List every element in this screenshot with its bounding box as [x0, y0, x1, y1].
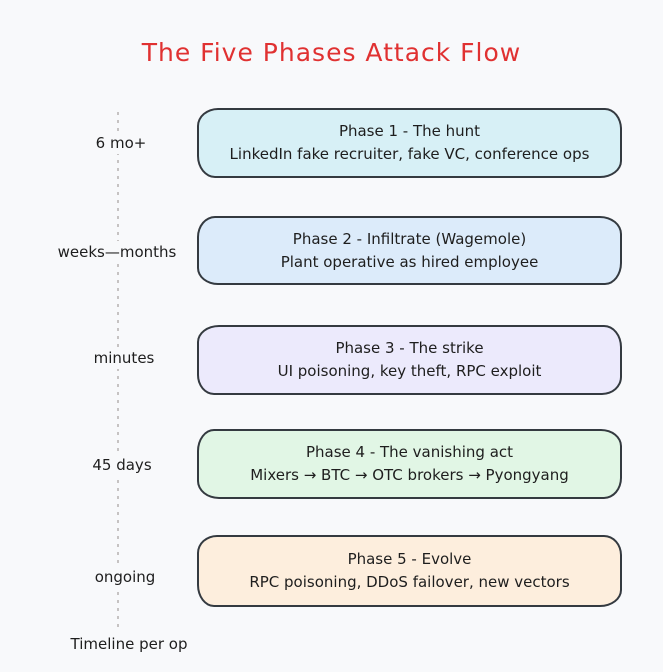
timeline-label-45-days: 45 days	[88, 454, 156, 476]
phase-5-subtitle: RPC poisoning, DDoS failover, new vector…	[249, 573, 570, 591]
timeline-axis-caption: Timeline per op	[66, 633, 192, 655]
phase-3-subtitle: UI poisoning, key theft, RPC exploit	[277, 362, 542, 380]
timeline-label-minutes: minutes	[89, 347, 159, 369]
phase-4-subtitle: Mixers → BTC → OTC brokers → Pyongyang	[250, 466, 569, 484]
phase-2-title: Phase 2 - Infiltrate (Wagemole)	[292, 229, 527, 248]
phase-4-box: Phase 4 - The vanishing act Mixers → BTC…	[197, 429, 622, 499]
timeline-label-6mo: 6 mo+	[91, 132, 151, 154]
phase-1-box: Phase 1 - The hunt LinkedIn fake recruit…	[197, 108, 622, 178]
phase-2-subtitle: Plant operative as hired employee	[280, 252, 539, 271]
phase-3-box: Phase 3 - The strike UI poisoning, key t…	[197, 325, 622, 395]
phase-3-title: Phase 3 - The strike	[335, 339, 484, 358]
timeline-label-ongoing: ongoing	[90, 566, 160, 588]
phase-5-title: Phase 5 - Evolve	[347, 550, 472, 569]
phase-2-box: Phase 2 - Infiltrate (Wagemole) Plant op…	[197, 216, 622, 285]
phase-1-title: Phase 1 - The hunt	[338, 122, 481, 141]
diagram-title: The Five Phases Attack Flow	[141, 38, 522, 67]
timeline-dotted-line	[117, 112, 119, 632]
phase-5-box: Phase 5 - Evolve RPC poisoning, DDoS fai…	[197, 535, 622, 607]
phase-1-subtitle: LinkedIn fake recruiter, fake VC, confer…	[229, 145, 590, 163]
phase-4-title: Phase 4 - The vanishing act	[305, 443, 514, 462]
timeline-label-weeks-months: weeks—months	[53, 241, 181, 263]
